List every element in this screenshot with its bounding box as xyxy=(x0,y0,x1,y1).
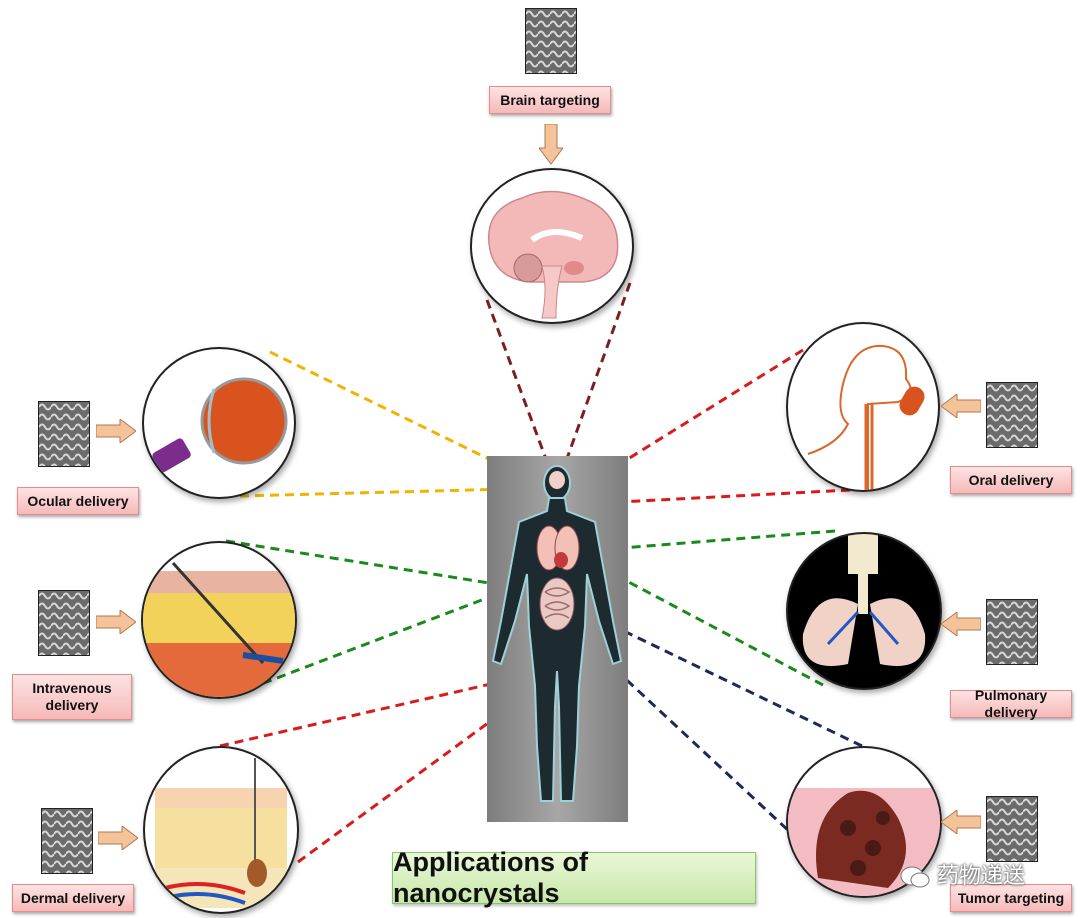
ocular-delivery-label: Ocular delivery xyxy=(17,487,139,515)
brain-targeting-label: Brain targeting xyxy=(489,86,611,114)
dermal-connector-bottom xyxy=(297,683,541,864)
right-arrow-icon xyxy=(96,419,136,443)
lungs-icon xyxy=(802,534,926,666)
right-arrow-icon xyxy=(96,610,136,634)
watermark-text: 药物递送 xyxy=(937,864,1026,889)
tumor-tissue-icon xyxy=(788,788,940,896)
pulmonary-connector-bottom xyxy=(571,550,824,687)
oral-pill-icon xyxy=(807,344,925,490)
brain-circle xyxy=(470,168,634,324)
watermark: 药物递送 xyxy=(900,858,1025,890)
brain-connector-left xyxy=(485,299,555,479)
intravenous-connector-bottom xyxy=(234,588,509,696)
skin-layers-circle xyxy=(143,746,299,914)
sem-image-icon xyxy=(986,796,1038,862)
dermal-connector-top xyxy=(219,673,531,748)
sem-image-icon xyxy=(986,599,1038,665)
sem-image-icon xyxy=(525,8,577,74)
left-arrow-icon xyxy=(941,810,981,834)
iv-injection-icon xyxy=(143,561,295,697)
tumor-circle xyxy=(786,746,942,898)
human-body-panel xyxy=(487,456,628,822)
oral-circle xyxy=(786,322,940,492)
oral-delivery-label: Oral delivery xyxy=(950,466,1072,494)
wechat-icon xyxy=(900,866,930,888)
left-arrow-icon xyxy=(941,394,981,418)
sem-image-icon xyxy=(38,401,90,467)
tumor-targeting-label: Tumor targeting xyxy=(950,884,1072,912)
oral-connector-top xyxy=(561,348,804,502)
right-arrow-icon xyxy=(98,826,138,850)
dermal-delivery-label: Dermal delivery xyxy=(12,884,134,912)
intravenous-delivery-label: Intravenous delivery xyxy=(12,674,132,720)
sem-image-icon xyxy=(41,808,93,874)
sem-image-icon xyxy=(986,382,1038,448)
eye-circle xyxy=(142,347,296,499)
lungs-circle xyxy=(786,532,942,690)
down-arrow-icon xyxy=(539,124,563,165)
intravenous-connector-top xyxy=(225,539,509,588)
skin-iv-circle xyxy=(141,541,297,699)
pulmonary-delivery-label: Pulmonary delivery xyxy=(950,687,1072,720)
brain-connector-right xyxy=(558,282,632,479)
eye-icon xyxy=(152,377,288,473)
sem-image-icon xyxy=(38,590,90,656)
human-body-icon xyxy=(491,465,623,802)
diagram-title: Applications of nanocrystals xyxy=(392,847,756,908)
left-arrow-icon xyxy=(941,612,981,636)
brain-icon xyxy=(488,190,619,319)
skin-layers-icon xyxy=(155,758,287,908)
tumor-connector-bottom xyxy=(571,628,822,862)
